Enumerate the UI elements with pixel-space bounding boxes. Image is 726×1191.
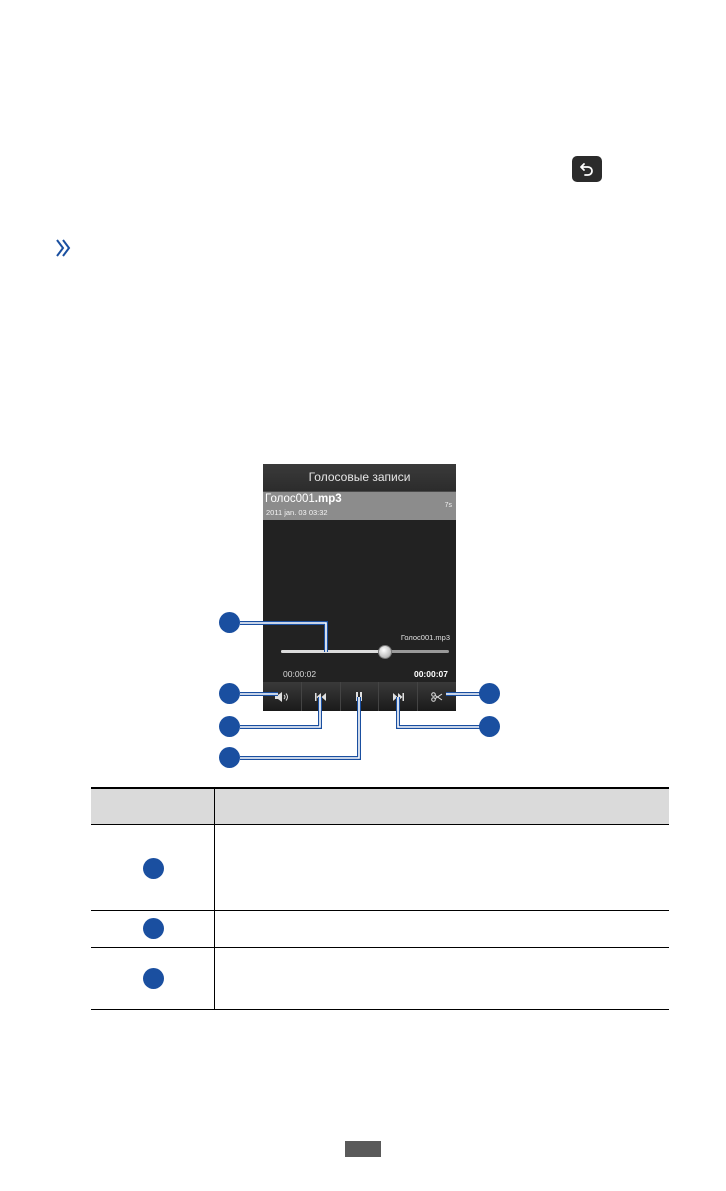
callout-fast-forward [479, 716, 500, 737]
recording-list-item[interactable]: Голос001.mp3 2011 jan. 03 03:32 7s [263, 492, 456, 520]
progress-bar[interactable] [281, 645, 449, 659]
voice-recorder-screen: Голосовые записи Голос001.mp3 2011 jan. … [263, 464, 456, 711]
table-callout [143, 968, 164, 989]
file-name: Голос001.mp3 [265, 493, 342, 505]
page-number-tab [345, 1141, 381, 1157]
back-key-icon [572, 156, 602, 182]
total-time: 00:00:07 [413, 669, 448, 679]
progress-knob[interactable] [378, 645, 393, 659]
volume-button[interactable] [263, 682, 302, 711]
trim-button[interactable] [418, 682, 456, 711]
callout-volume [219, 683, 240, 704]
table-top-rule [91, 787, 669, 789]
playback-controls [263, 682, 456, 711]
callout-rewind [219, 716, 240, 737]
callout-pause [219, 747, 240, 768]
double-chevron-icon [56, 239, 71, 257]
pause-button[interactable] [341, 682, 380, 711]
rewind-button[interactable] [302, 682, 341, 711]
elapsed-time: 00:00:02 [283, 669, 317, 679]
pause-icon [356, 692, 363, 701]
file-date: 2011 jan. 03 03:32 [266, 508, 328, 517]
table-callout [143, 918, 164, 939]
callout-trim [479, 683, 500, 704]
back-arrow-icon [580, 163, 593, 176]
table-header [91, 788, 669, 824]
table-bottom-rule [91, 1009, 669, 1010]
callout-progress [219, 612, 240, 633]
table-callout [143, 858, 164, 879]
file-length: 7s [444, 502, 452, 509]
table-row-rule [91, 910, 669, 911]
scissors-icon [431, 691, 443, 702]
fast-forward-button[interactable] [379, 682, 419, 711]
table-row-rule [91, 947, 669, 948]
fast-forward-icon [393, 692, 405, 701]
screen-title: Голосовые записи [263, 464, 456, 492]
progress-fill [281, 650, 386, 653]
track-label: Голос001.mp3 [400, 633, 450, 642]
table-header-rule [91, 824, 669, 825]
screen-body [263, 520, 456, 682]
volume-icon [274, 691, 288, 702]
table-column-divider [214, 789, 215, 1009]
rewind-icon [314, 692, 326, 701]
